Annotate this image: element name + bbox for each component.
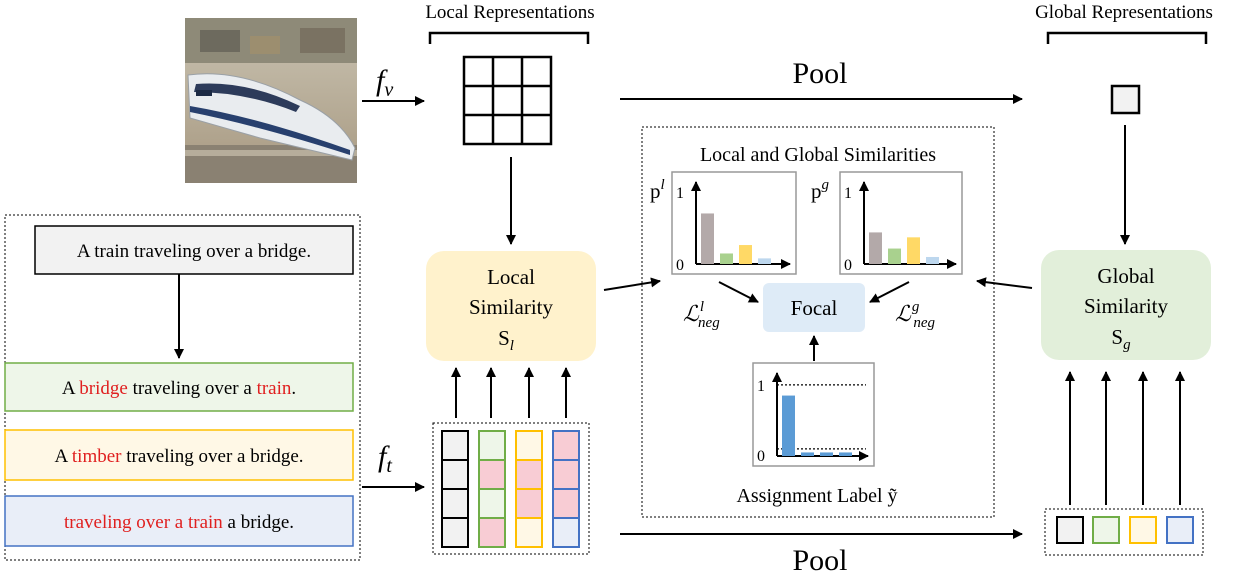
neg1-segment: traveling over a (128, 378, 257, 399)
neg1-segment: bridge (79, 378, 128, 399)
global-similarity-box: Global Similarity Sg (1041, 250, 1211, 360)
neg3-segment: traveling over a train (64, 512, 223, 533)
loss-global-to-focal-arrow (869, 281, 910, 303)
global-representations-header: Global Representations (1035, 2, 1213, 23)
neg1-segment: A (62, 378, 79, 399)
assignment-label: Assignment Label ỹ (736, 485, 897, 507)
train-photo (185, 18, 357, 183)
negative-caption-2: A timber traveling over a bridge. (54, 446, 303, 467)
neg2-segment: timber (72, 446, 122, 467)
pool-bottom-label: Pool (792, 544, 847, 576)
original-caption: A train traveling over a bridge. (77, 241, 311, 262)
neg1-segment: train (257, 378, 292, 399)
token-cell (552, 459, 580, 490)
assignment-axis-one: 1 (757, 378, 765, 395)
bar (907, 237, 920, 264)
token-cell (478, 459, 506, 490)
text-panel (4, 214, 361, 561)
pool-top-label: Pool (792, 57, 847, 90)
token-cell (515, 517, 543, 548)
fv-label: fv (376, 64, 393, 101)
bar (739, 245, 752, 264)
assignment-axis-zero: 0 (757, 448, 765, 465)
assignment-chart-frame (752, 362, 875, 467)
similarities-panel (641, 126, 995, 518)
global-token-panel (1044, 508, 1204, 556)
pl-axis-one: 1 (676, 185, 684, 202)
pg-axis-zero: 0 (844, 257, 852, 274)
global-bracket (1046, 31, 1208, 44)
token-cell (552, 430, 580, 461)
bar (926, 256, 939, 264)
negative-caption-3-box: traveling over a train a bridge. (4, 495, 354, 547)
token-cell (552, 517, 580, 548)
pl-axis-zero: 0 (676, 257, 684, 274)
negative-caption-3: traveling over a train a bridge. (64, 512, 294, 533)
pg-axis-one: 1 (844, 185, 852, 202)
pl-chart-frame (671, 171, 797, 275)
local-similarity-box: Local Similarity Sl (426, 251, 596, 361)
token-cell (552, 488, 580, 519)
token-cell (441, 488, 469, 519)
global-token-squares (1056, 516, 1194, 544)
bar (820, 452, 833, 456)
bar (888, 248, 901, 264)
global-up-arrows (1065, 371, 1185, 505)
local-similarity-line2: Similarity (469, 295, 554, 319)
original-caption-box: A train traveling over a bridge. (34, 225, 354, 275)
global-similarity-line1: Global (1097, 264, 1154, 288)
local-feature-grid (462, 55, 553, 146)
neg3-segment: a bridge. (223, 512, 294, 533)
bar (758, 258, 771, 264)
token-cell (515, 459, 543, 490)
bar (839, 452, 852, 456)
token-features-panel (432, 422, 590, 555)
local-similarity-line1: Local (487, 265, 535, 289)
local-bracket (428, 31, 590, 44)
assignment-chart (772, 372, 869, 461)
bar (801, 452, 814, 456)
pg-chart (859, 181, 957, 269)
local-to-panel-arrow (603, 277, 661, 291)
global-to-panel-arrow (976, 277, 1033, 289)
pg-label: pg (811, 177, 830, 203)
pl-label: pl (650, 177, 665, 203)
token-cell (478, 517, 506, 548)
token-feature-columns (441, 430, 580, 548)
similarities-title: Local and Global Similarities (700, 144, 936, 166)
neg2-segment: A (54, 446, 71, 467)
token-cell (515, 488, 543, 519)
neg1-segment: . (291, 378, 296, 399)
token-cell (441, 430, 469, 461)
pl-chart (691, 181, 791, 269)
focal-label: Focal (791, 296, 838, 320)
focal-box: Focal (763, 283, 865, 332)
token-cell (441, 459, 469, 490)
token-cell (441, 517, 469, 548)
token-cell (478, 430, 506, 461)
negative-caption-1-box: A bridge traveling over a train. (4, 362, 354, 412)
ft-label: ft (378, 440, 392, 477)
bar (720, 253, 733, 264)
negative-caption-1: A bridge traveling over a train. (62, 378, 296, 399)
global-similarity-symbol: Sg (1111, 325, 1131, 353)
local-representations-header: Local Representations (425, 2, 594, 23)
bar (701, 213, 714, 264)
global-feature-square (1110, 84, 1141, 115)
local-up-arrows (451, 367, 571, 418)
negative-caption-2-box: A timber traveling over a bridge. (4, 429, 354, 481)
token-cell (515, 430, 543, 461)
bar (782, 395, 795, 456)
bar (869, 232, 882, 264)
neg2-segment: traveling over a bridge. (122, 446, 304, 467)
global-similarity-line2: Similarity (1084, 294, 1169, 318)
loss-local-to-focal-arrow (718, 281, 759, 303)
local-similarity-symbol: Sl (498, 326, 514, 354)
token-cell (478, 488, 506, 519)
